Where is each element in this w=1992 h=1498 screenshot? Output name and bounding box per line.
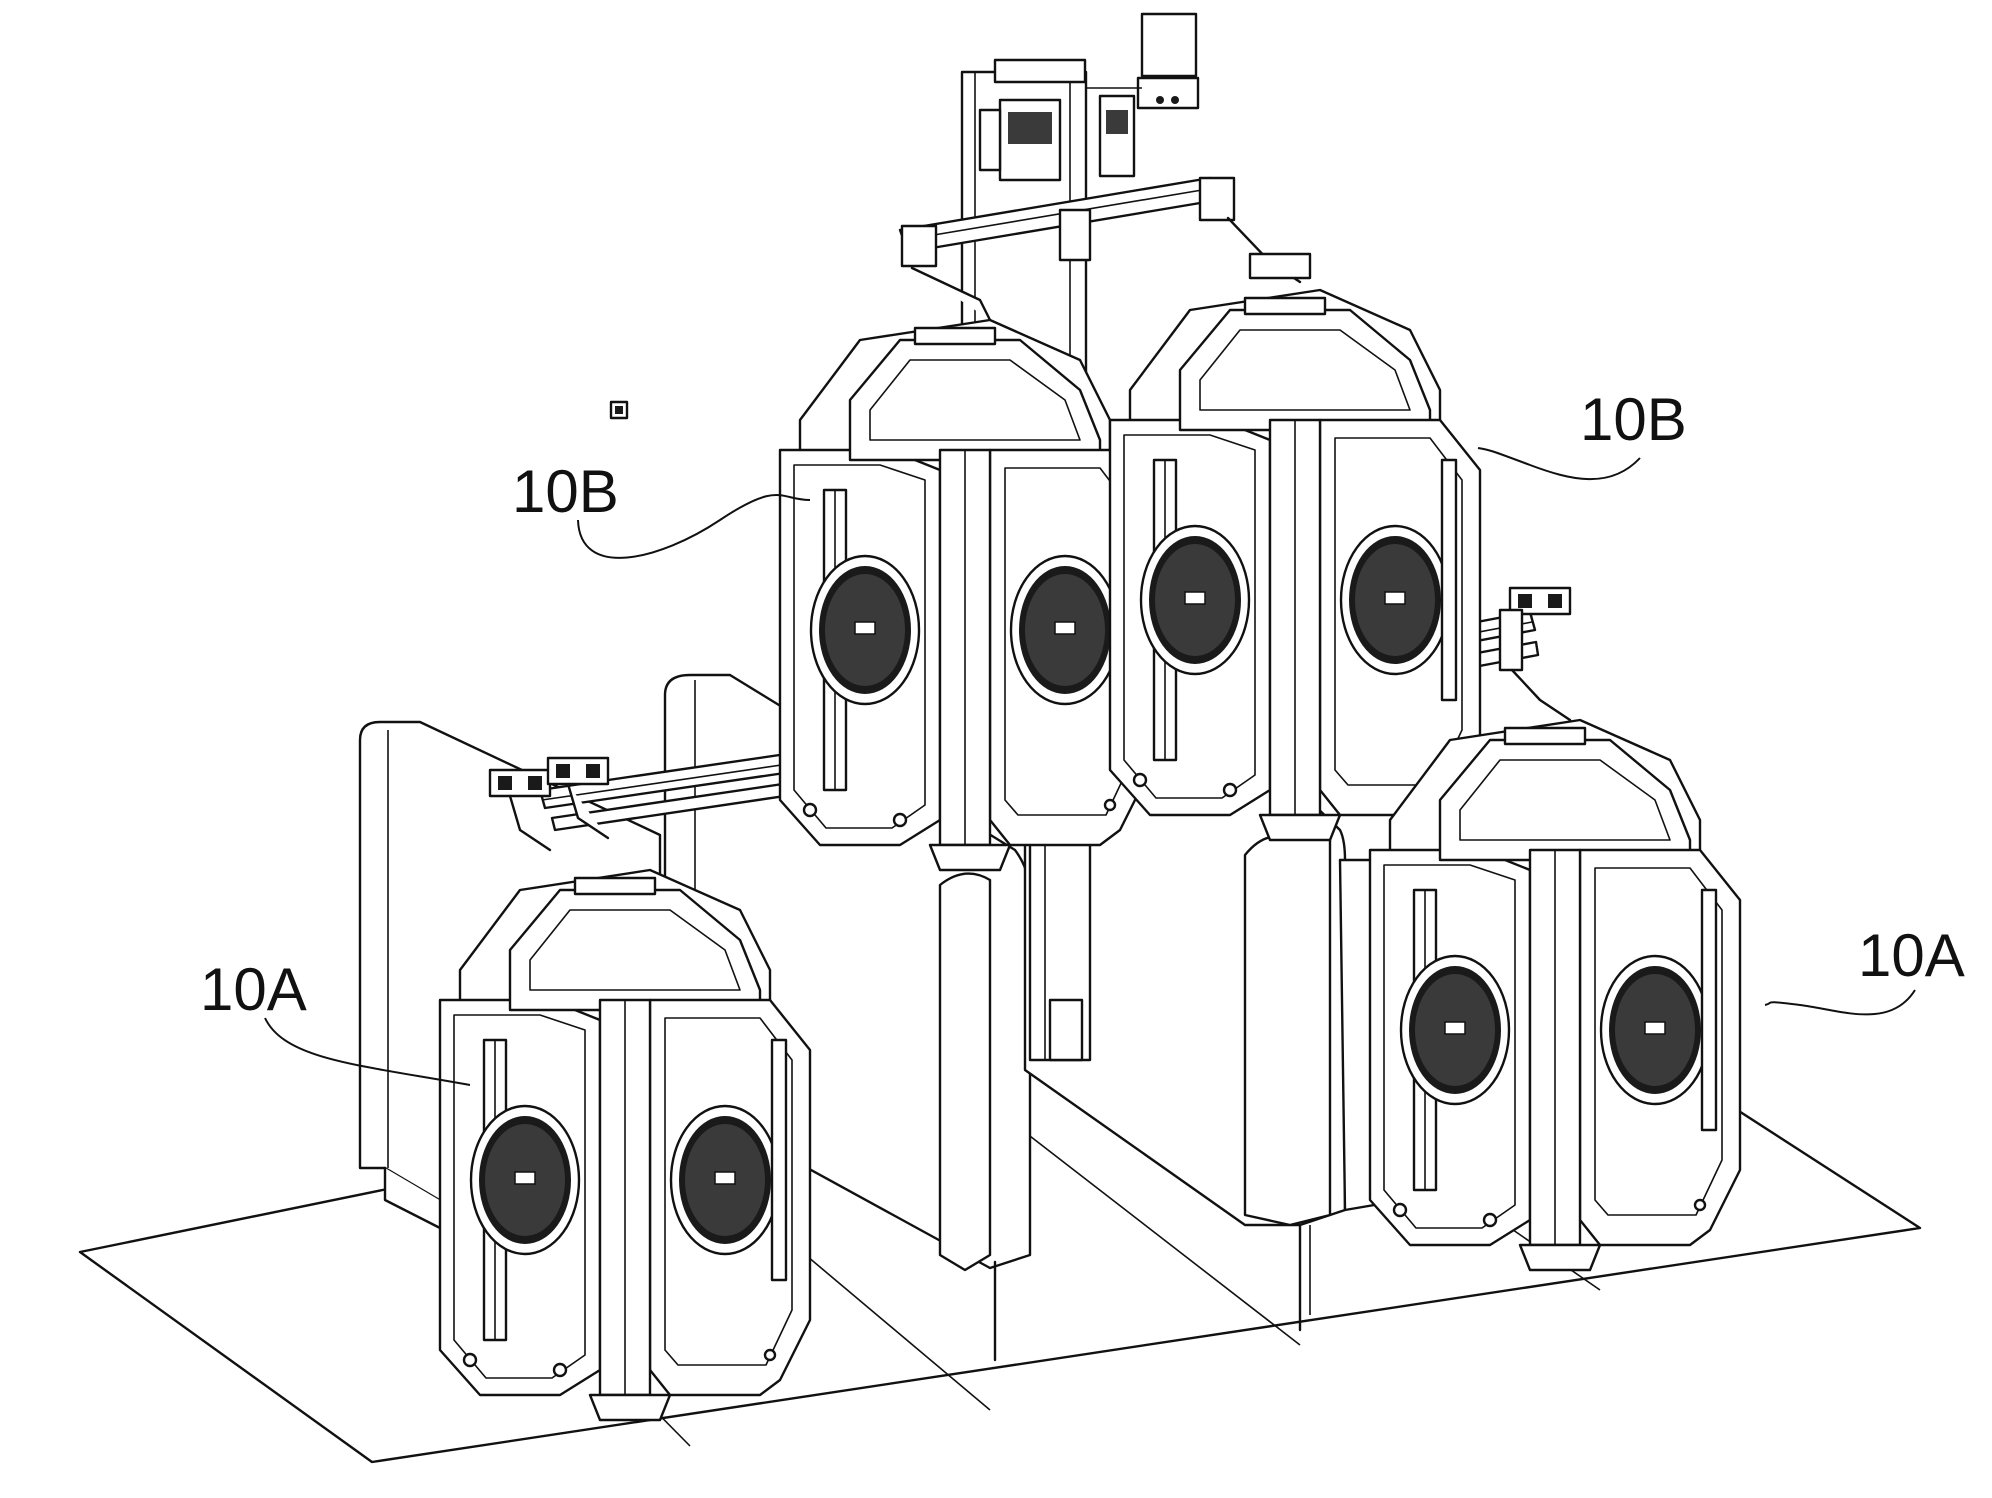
label-10b-right: 10B	[1478, 386, 1687, 479]
label-10a-right: 10A	[1765, 922, 1965, 1014]
leader-10a-right	[1765, 990, 1915, 1014]
ref-label-10b-right: 10B	[1580, 386, 1687, 453]
ref-label-10b-left: 10B	[512, 458, 619, 525]
ref-label-10a-right: 10A	[1858, 922, 1965, 989]
unit-10a-right	[1370, 720, 1740, 1270]
label-10b-left: 10B	[512, 458, 810, 558]
unit-10b-left	[780, 320, 1150, 870]
unit-10a-left	[440, 870, 810, 1420]
small-marker	[611, 402, 627, 418]
unit-10b-right	[1110, 290, 1480, 840]
ref-label-10a-left: 10A	[200, 956, 307, 1023]
